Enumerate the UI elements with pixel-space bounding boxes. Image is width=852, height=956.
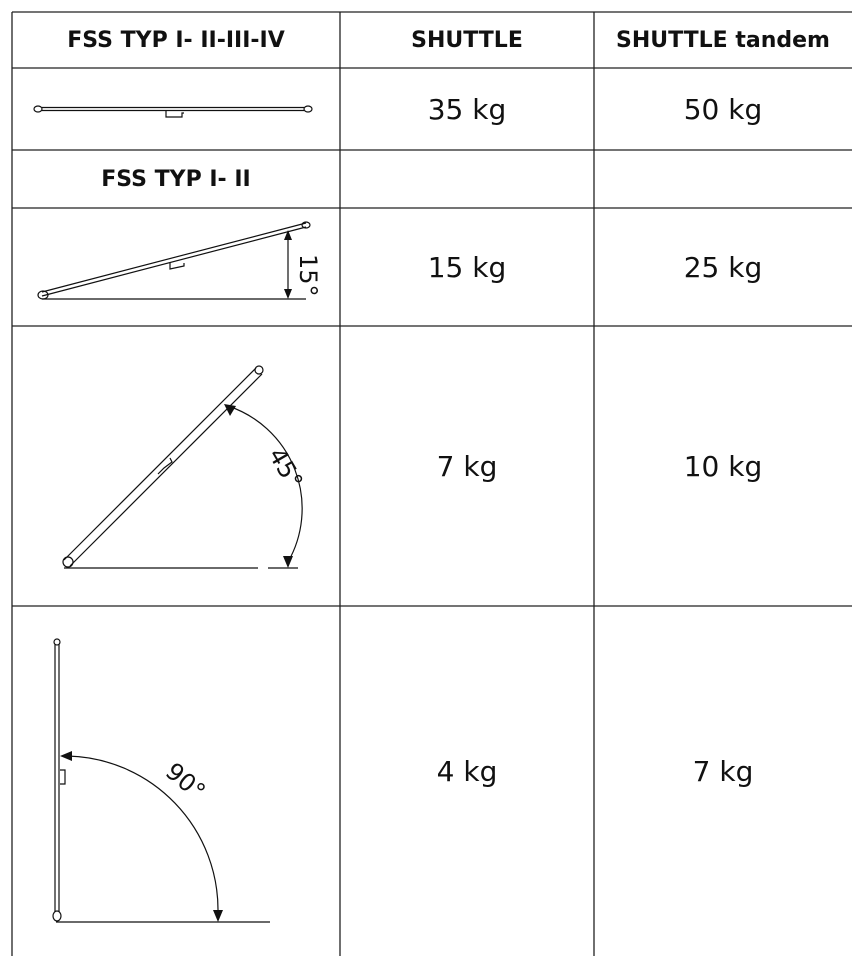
- diagram-15-degree-arm: 15°: [37, 221, 322, 300]
- angle-label-15: 15°: [294, 254, 322, 297]
- header-fss-type: FSS TYP I- II-III-IV: [67, 27, 285, 53]
- row-90deg-tandem: 7 kg: [692, 754, 754, 788]
- diagram-45-degree-arm: 45°: [62, 365, 309, 569]
- header-shuttle-tandem: SHUTTLE tandem: [616, 27, 830, 53]
- diagram-90-degree-arm: 90°: [52, 638, 270, 923]
- row-horizontal-tandem: 50 kg: [683, 92, 763, 126]
- diagram-horizontal-arm: [33, 105, 313, 118]
- row-45deg-tandem: 10 kg: [683, 449, 763, 483]
- section-label-fss-typ-i-ii: FSS TYP I- II: [101, 166, 251, 192]
- angle-label-90: 90°: [160, 757, 211, 806]
- row-15deg-tandem: 25 kg: [683, 250, 763, 284]
- angle-label-45: 45°: [263, 443, 309, 494]
- row-horizontal-shuttle: 35 kg: [427, 92, 507, 126]
- row-90deg-shuttle: 4 kg: [436, 754, 498, 788]
- row-45deg-shuttle: 7 kg: [436, 449, 498, 483]
- header-shuttle: SHUTTLE: [411, 27, 523, 53]
- row-15deg-shuttle: 15 kg: [427, 250, 507, 284]
